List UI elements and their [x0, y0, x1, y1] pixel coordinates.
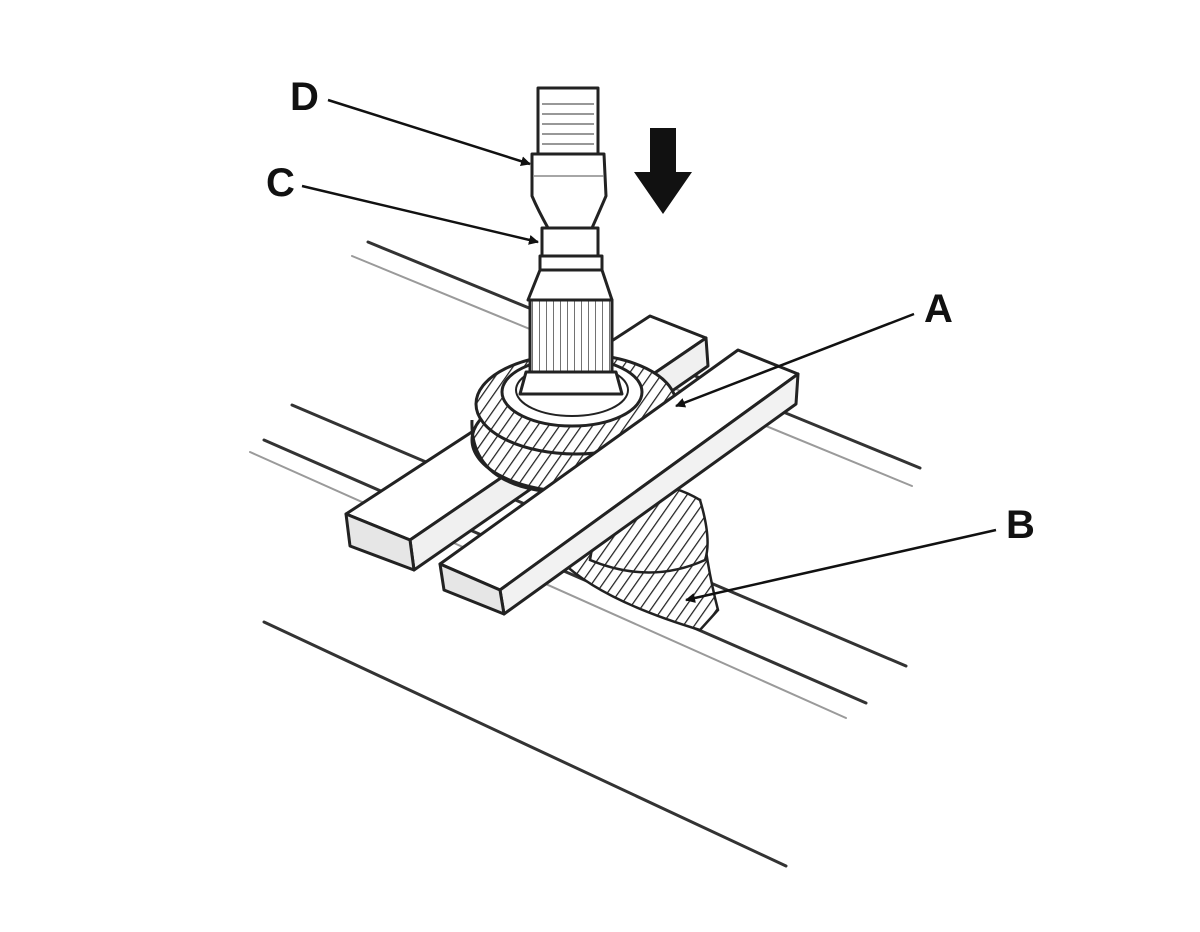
- callout-c: C: [266, 161, 295, 205]
- press-direction-arrow: [634, 128, 692, 214]
- support-block-front: [438, 348, 800, 616]
- callout-d: D: [290, 75, 319, 119]
- press-shaft: [518, 86, 624, 396]
- leader-lines: [301, 98, 997, 603]
- callout-a: A: [924, 287, 953, 331]
- callout-b: B: [1006, 503, 1035, 547]
